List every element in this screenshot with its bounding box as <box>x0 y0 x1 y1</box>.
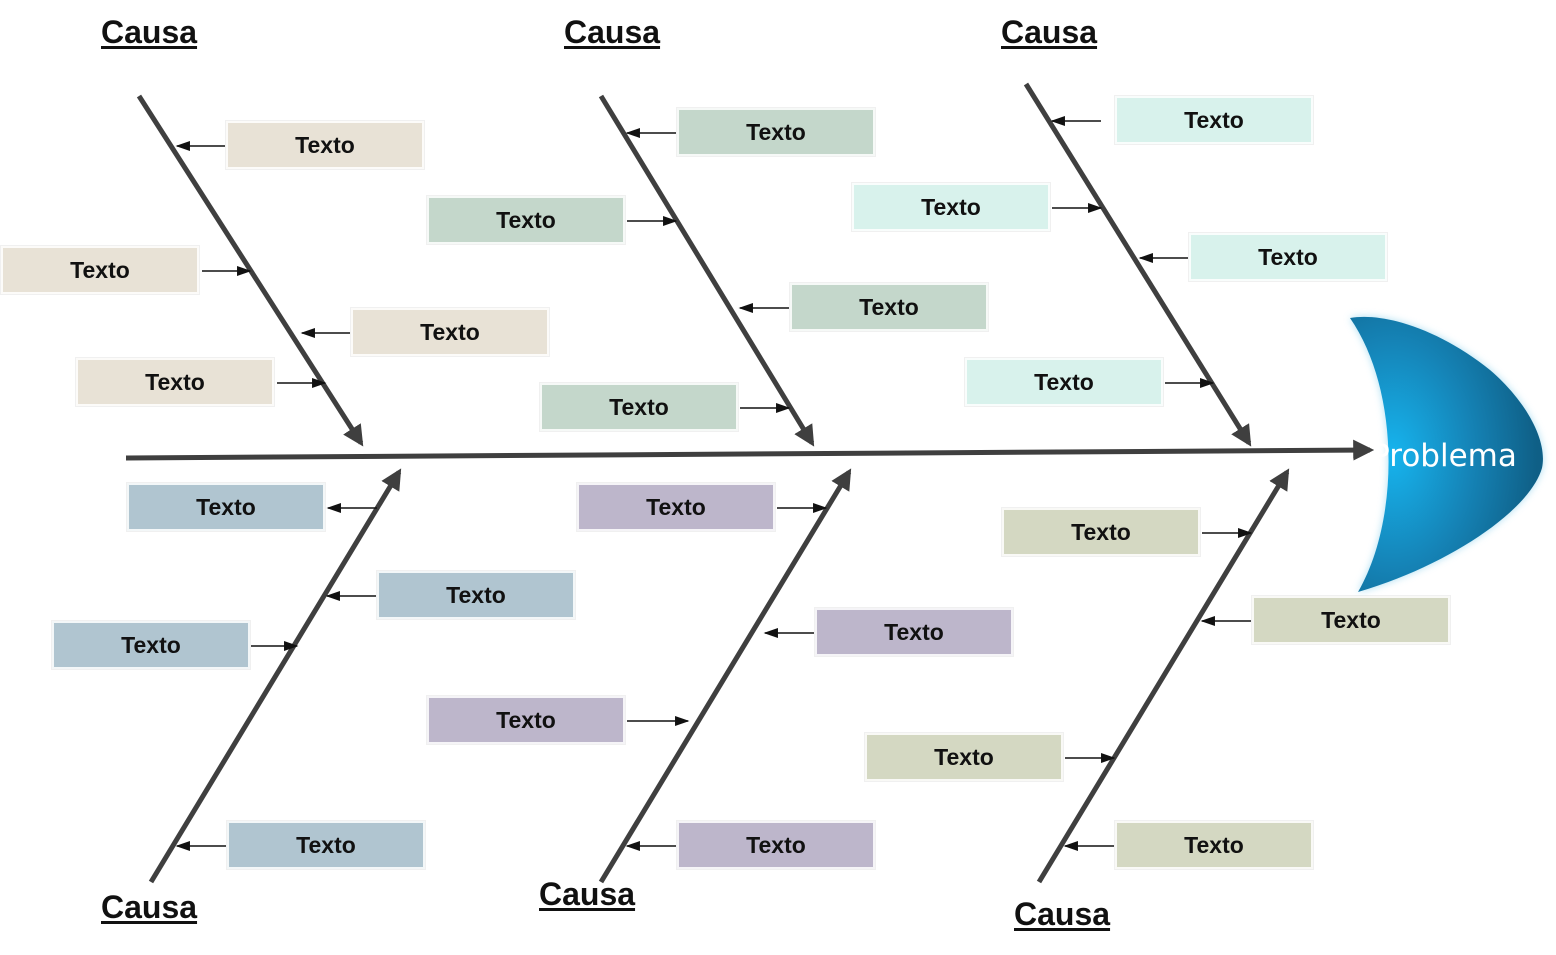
text-box: Texto <box>0 245 200 295</box>
cause-label-4: Causa <box>101 889 198 925</box>
text-box: Texto <box>1001 507 1201 557</box>
spine-line <box>125 439 1375 461</box>
text-box: Texto <box>864 732 1064 782</box>
text-box: Texto <box>539 382 739 432</box>
text-box: Texto <box>676 820 876 870</box>
text-box: Texto <box>851 182 1051 232</box>
connector-arrows <box>175 115 1253 852</box>
text-box: Texto <box>1251 595 1451 645</box>
cause-label-2: Causa <box>564 14 661 50</box>
problem-label: Problema <box>1371 438 1517 474</box>
cause-label-6: Causa <box>1014 896 1111 932</box>
text-box: Texto <box>226 820 426 870</box>
text-box: Texto <box>426 195 626 245</box>
text-box: Texto <box>225 120 425 170</box>
bone-line-4 <box>148 468 402 884</box>
text-box: Texto <box>1188 232 1388 282</box>
text-box: Texto <box>51 620 251 670</box>
text-box: Texto <box>426 695 626 745</box>
text-box: Texto <box>1114 820 1314 870</box>
bone-line-5 <box>598 468 852 884</box>
text-box: Texto <box>676 107 876 157</box>
text-box: Texto <box>376 570 576 620</box>
fish-head: Problema <box>1350 316 1543 592</box>
text-box: Texto <box>75 357 275 407</box>
bone-line-2 <box>598 94 815 447</box>
text-box: Texto <box>789 282 989 332</box>
text-box: Texto <box>350 307 550 357</box>
text-box: Texto <box>814 607 1014 657</box>
cause-label-3: Causa <box>1001 14 1098 50</box>
cause-label-1: Causa <box>101 14 198 50</box>
cause-label-5: Causa <box>539 876 636 912</box>
bone-line-6 <box>1036 468 1290 884</box>
text-box: Texto <box>1114 95 1314 145</box>
text-box: Texto <box>126 482 326 532</box>
text-box: Texto <box>576 482 776 532</box>
text-box: Texto <box>964 357 1164 407</box>
